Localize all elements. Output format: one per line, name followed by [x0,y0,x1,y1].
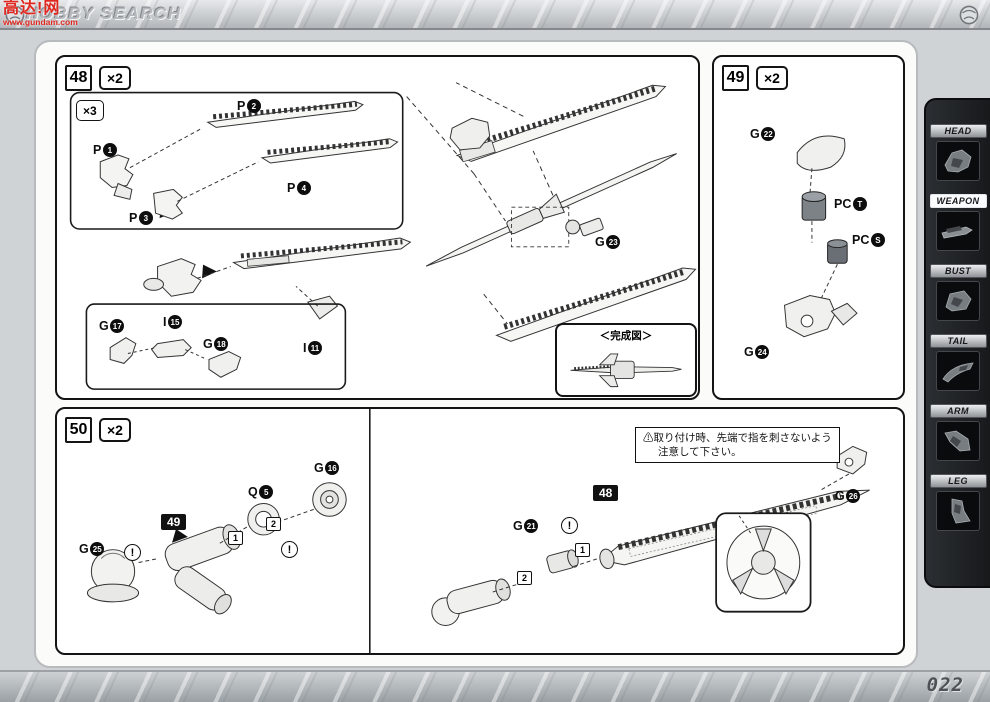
caution-mark: ! [561,517,578,534]
order-1-box: 1 [228,531,243,545]
part-number-badge: 25 [90,542,105,556]
sub-quantity-badge: ×3 [76,100,104,121]
part-number-badge: 4 [296,181,311,195]
watermark-line2: www.gundam.com [3,16,78,27]
corner-ball-icon [5,5,25,25]
head-icon [944,149,972,173]
part-number-badge: 15 [167,315,182,329]
page-number: 022 [926,674,964,696]
bottom-bar-stripes [0,672,990,702]
leg-icon [951,498,971,524]
watermark-line1: 高达!网 [3,0,61,17]
sidebar-item-head[interactable]: HEAD [929,124,987,181]
part-number-badge: 2 [246,99,261,113]
part-number-badge: 3 [138,211,153,225]
part-number-badge: 26 [846,489,861,503]
part-number-badge: T [852,197,867,211]
top-bar: HOBBY SEARCH [0,0,990,30]
watermark: 高达!网 www.gundam.com [3,0,78,27]
completed-figure-box: ＜完成図＞ [555,323,697,397]
part-number-badge: S [870,233,885,247]
warning-note: ⚠取り付け時、先端で指を刺さないよう 注意して下さい。 [635,427,840,464]
part-number-badge: 1 [102,143,117,157]
sidebar-item-weapon[interactable]: WEAPON [929,194,987,251]
arm-icon [944,430,971,452]
part-number-badge: 24 [755,345,770,359]
part-number-badge: 11 [307,341,322,355]
step-49-reference: 49 [161,514,187,530]
completed-figure-illustration [570,353,682,388]
bottom-bar: 022 [0,670,990,702]
sidebar-item-bust[interactable]: BUST [929,264,987,321]
corner-ball-icon [959,5,979,25]
quantity-badge: ×2 [99,66,131,90]
step-49-illustration [783,135,858,338]
part-number-badge: 17 [110,319,125,333]
quantity-badge: ×2 [99,418,131,442]
completed-figure-label: ＜完成図＞ [599,330,653,342]
caution-mark: ! [124,544,141,561]
part-number-badge: 23 [606,235,621,249]
step-48-illustration [69,82,697,390]
tail-icon [942,362,974,383]
order-1-box: 1 [575,543,590,557]
part-number-badge: 21 [524,519,539,533]
step-48-reference: 48 [593,485,619,501]
section-sidebar: HEAD WEAPON BUST TAIL ARM LEG [924,98,990,588]
step-number-badge: 50 [65,417,92,443]
caution-mark: ! [281,541,298,558]
part-number-badge: 22 [761,127,776,141]
sidebar-item-arm[interactable]: ARM [929,404,987,461]
step-number-badge: 48 [65,65,92,91]
order-2-box: 2 [266,517,281,531]
part-number-badge: 16 [325,461,340,475]
order-2-box: 2 [517,571,532,585]
step-number-badge: 49 [722,65,749,91]
weapon-icon [941,226,973,239]
part-number-badge: 18 [214,337,229,351]
quantity-badge: ×2 [756,66,788,90]
bust-icon [945,290,972,312]
step-50-illustration [86,409,870,653]
brand-title: HOBBY SEARCH [26,4,182,23]
sidebar-item-tail[interactable]: TAIL [929,334,987,391]
warning-icon: ⚠ [643,432,654,444]
part-number-badge: 5 [259,485,274,499]
sidebar-item-leg[interactable]: LEG [929,474,987,531]
